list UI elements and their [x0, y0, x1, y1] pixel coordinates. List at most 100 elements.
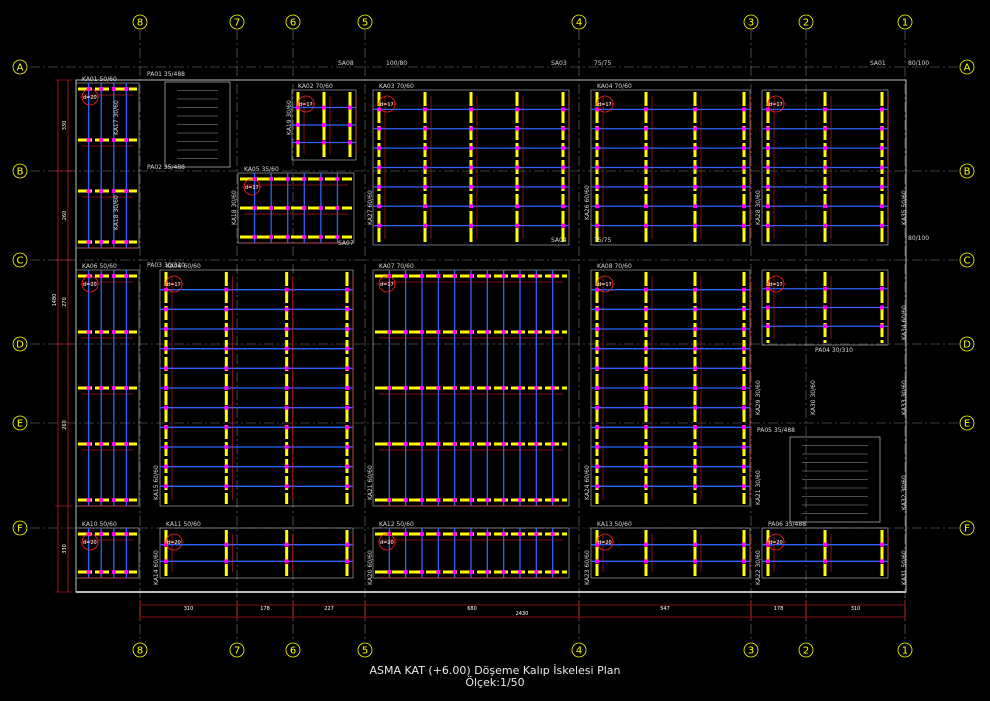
- prop-node: [345, 542, 349, 547]
- beam-label: PA01 35/488: [147, 71, 185, 78]
- prop-node: [423, 107, 427, 112]
- side-dimension-value: 270: [62, 297, 68, 307]
- prop-node: [284, 307, 289, 312]
- prop-node: [693, 445, 697, 449]
- prop-node: [823, 184, 827, 189]
- prop-node: [766, 223, 770, 228]
- prop-node: [302, 177, 307, 181]
- prop-node: [469, 204, 473, 209]
- grid-bubble-label: E: [17, 419, 23, 430]
- beam-label: SA08: [338, 60, 354, 67]
- column-label: KA31 50/60: [901, 550, 908, 585]
- prop-node: [377, 126, 381, 131]
- prop-node: [377, 146, 381, 151]
- prop-node: [296, 105, 300, 110]
- prop-node: [124, 498, 129, 502]
- prop-node: [766, 305, 770, 310]
- prop-node: [124, 570, 129, 574]
- prop-node: [377, 184, 381, 189]
- column-label: KA32 30/60: [901, 475, 908, 510]
- prop-node: [534, 498, 539, 502]
- prop-node: [436, 532, 441, 536]
- prop-node: [742, 559, 746, 564]
- prop-node: [823, 146, 827, 151]
- grid-bubble-label: 4: [576, 646, 582, 657]
- thickness-tag-label: d=20: [380, 540, 394, 546]
- grid-bubble: [357, 14, 373, 30]
- prop-node: [550, 274, 555, 278]
- prop-node: [469, 386, 473, 390]
- prop-node: [742, 366, 746, 371]
- prop-node: [124, 442, 129, 446]
- prop-node: [534, 386, 539, 390]
- panel-outline: [590, 527, 751, 579]
- prop-node: [693, 146, 697, 151]
- prop-node: [823, 324, 827, 329]
- prop-node: [693, 287, 697, 292]
- side-dimension-value: 260: [62, 211, 68, 221]
- column-label: KA21 60/60: [367, 465, 374, 500]
- column-label: KA28 30/60: [755, 190, 762, 225]
- prop-node: [485, 274, 490, 278]
- grid-bubble-label: 2: [803, 646, 809, 657]
- panel-id-label: KA13 50/60: [597, 521, 632, 528]
- prop-node: [515, 223, 519, 228]
- prop-node: [515, 165, 519, 170]
- prop-node: [742, 107, 746, 112]
- prop-node: [387, 442, 392, 446]
- prop-node: [644, 327, 648, 331]
- grid-bubble-label: 8: [137, 646, 143, 657]
- prop-node: [469, 107, 473, 112]
- prop-node: [595, 223, 599, 228]
- prop-node: [269, 177, 274, 181]
- grid-bubble: [229, 14, 245, 30]
- slab-panel: KA13 50/60d=20: [590, 521, 751, 579]
- prop-node: [164, 445, 168, 449]
- prop-node: [436, 274, 441, 278]
- prop-node: [534, 570, 539, 574]
- prop-node: [436, 330, 441, 334]
- stair-lower: [789, 436, 881, 523]
- prop-node: [377, 165, 381, 170]
- prop-node: [224, 484, 229, 489]
- grid-bubble: [959, 336, 975, 352]
- prop-node: [823, 204, 827, 209]
- prop-node: [224, 445, 229, 449]
- grid-bubble: [229, 642, 245, 658]
- prop-node: [644, 165, 648, 170]
- prop-node: [124, 87, 129, 91]
- prop-node: [595, 425, 599, 430]
- prop-node: [99, 532, 104, 536]
- prop-node: [284, 386, 289, 390]
- grid-bubble: [12, 252, 28, 268]
- grid-bubble-label: F: [17, 524, 23, 535]
- slab-panel: KA04 70/60d=17: [590, 83, 751, 246]
- prop-node: [86, 240, 91, 244]
- prop-node: [534, 274, 539, 278]
- prop-node: [742, 327, 746, 331]
- grid-bubble-label: A: [964, 63, 971, 74]
- prop-node: [644, 559, 648, 564]
- prop-node: [766, 204, 770, 209]
- dimension-value: 178: [260, 606, 270, 612]
- prop-node: [284, 484, 289, 489]
- panel-outline: [75, 82, 140, 249]
- prop-node: [595, 307, 599, 312]
- slab-panel: KA10 50/60d=20: [75, 521, 140, 579]
- prop-node: [880, 559, 884, 564]
- prop-node: [693, 386, 697, 390]
- prop-node: [518, 274, 522, 278]
- prop-node: [742, 346, 746, 351]
- prop-node: [742, 223, 746, 228]
- prop-node: [224, 327, 229, 331]
- panel-id-label: KA06 50/60: [82, 263, 117, 270]
- prop-node: [164, 366, 168, 371]
- prop-node: [644, 464, 648, 469]
- prop-node: [284, 425, 289, 430]
- prop-node: [452, 386, 457, 390]
- grid-bubble: [12, 59, 28, 75]
- prop-node: [348, 140, 352, 145]
- grid-bubble: [571, 14, 587, 30]
- grid-bubble: [959, 415, 975, 431]
- prop-node: [880, 165, 884, 170]
